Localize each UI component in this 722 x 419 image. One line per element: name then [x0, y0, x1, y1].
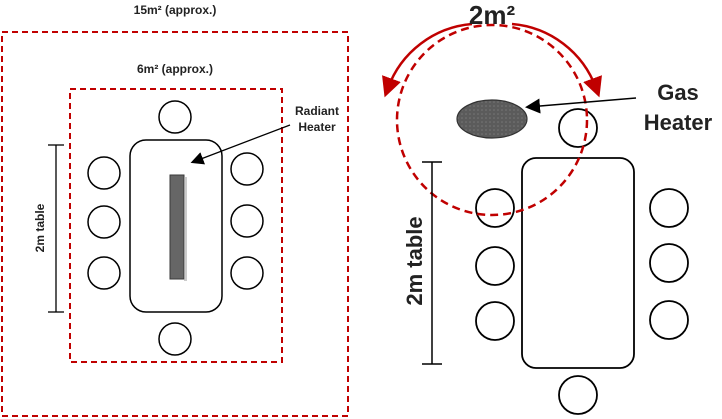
inner-area-label: 6m² (approx.) — [136, 62, 213, 76]
right-chair-l3 — [475, 301, 515, 341]
left-chair-bottom — [158, 322, 192, 356]
radiant-heater-pointer — [190, 124, 291, 165]
radius-arrow-right — [511, 22, 602, 98]
right-chair-r2 — [649, 243, 689, 283]
radius-label: 2m² — [468, 0, 516, 30]
gas-heater-label: Gas Heater — [636, 78, 720, 138]
right-chair-r3 — [649, 300, 689, 340]
inner-area-boundary — [69, 88, 283, 363]
right-chair-l2 — [475, 246, 515, 286]
left-chair-r1 — [230, 152, 264, 186]
left-chair-r2 — [230, 204, 264, 238]
outer-area-boundary — [1, 31, 349, 417]
left-chair-l2 — [87, 205, 121, 239]
heat-radius-circle — [395, 23, 589, 217]
right-table — [521, 157, 635, 369]
gas-heater-label-line2: Heater — [643, 110, 713, 135]
outer-area-label: 15m² (approx.) — [133, 3, 217, 17]
left-chair-l1 — [87, 156, 121, 190]
right-chair-l1 — [475, 188, 515, 228]
radiant-heater-label-line1: Radiant — [294, 104, 339, 118]
radiant-heater-label: Radiant Heater — [284, 103, 350, 135]
gas-heater-pointer — [525, 97, 637, 114]
right-chair-top — [558, 108, 598, 148]
gas-heater — [456, 99, 528, 139]
left-chair-l3 — [87, 256, 121, 290]
left-chair-r3 — [230, 256, 264, 290]
right-chair-r1 — [649, 188, 689, 228]
radiant-heater-label-line2: Heater — [298, 120, 336, 134]
left-chair-top — [158, 100, 192, 134]
right-chair-bottom — [558, 375, 598, 415]
gas-heater-label-line1: Gas — [657, 80, 699, 105]
left-table-label: 2m table — [33, 203, 47, 253]
radius-arrow-left — [382, 22, 473, 98]
right-table-label: 2m table — [402, 216, 427, 306]
radiant-heater — [169, 174, 185, 280]
